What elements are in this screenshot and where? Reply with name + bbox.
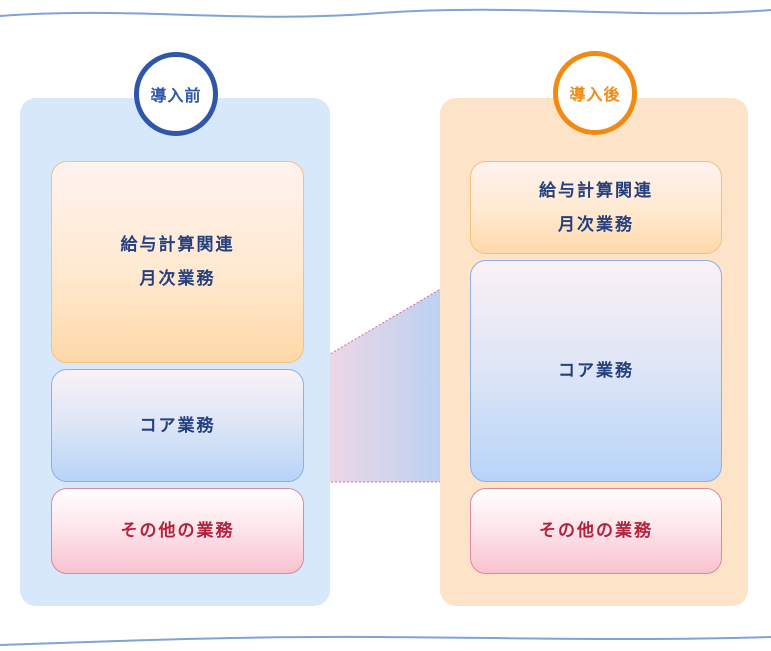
expansion-top-line	[302, 270, 472, 371]
after-other-label: その他の業務	[539, 521, 653, 541]
after-salary-line2: 月次業務	[558, 214, 634, 235]
before-salary-line1: 給与計算関連	[120, 235, 235, 255]
before-other-box: その他の業務	[51, 488, 304, 574]
after-badge: 導入後	[553, 51, 637, 135]
top-wave-line	[0, 8, 771, 18]
after-badge-label: 導入後	[569, 85, 621, 104]
before-salary-box: 給与計算関連 月次業務	[51, 161, 304, 363]
after-core-box: コア業務	[470, 260, 722, 482]
before-salary-line2: 月次業務	[139, 269, 216, 289]
before-core-label: コア業務	[139, 415, 216, 436]
before-badge-label: 導入前	[150, 86, 202, 105]
bottom-wave-line	[0, 635, 771, 646]
before-other-label: その他の業務	[120, 521, 235, 541]
before-badge: 導入前	[134, 52, 218, 136]
after-salary-box: 給与計算関連 月次業務	[470, 161, 722, 254]
expansion-band	[303, 271, 471, 482]
after-salary-line1: 給与計算関連	[539, 180, 653, 201]
after-other-box: その他の業務	[470, 488, 722, 574]
before-core-box: コア業務	[51, 369, 304, 482]
after-core-label: コア業務	[558, 361, 634, 381]
